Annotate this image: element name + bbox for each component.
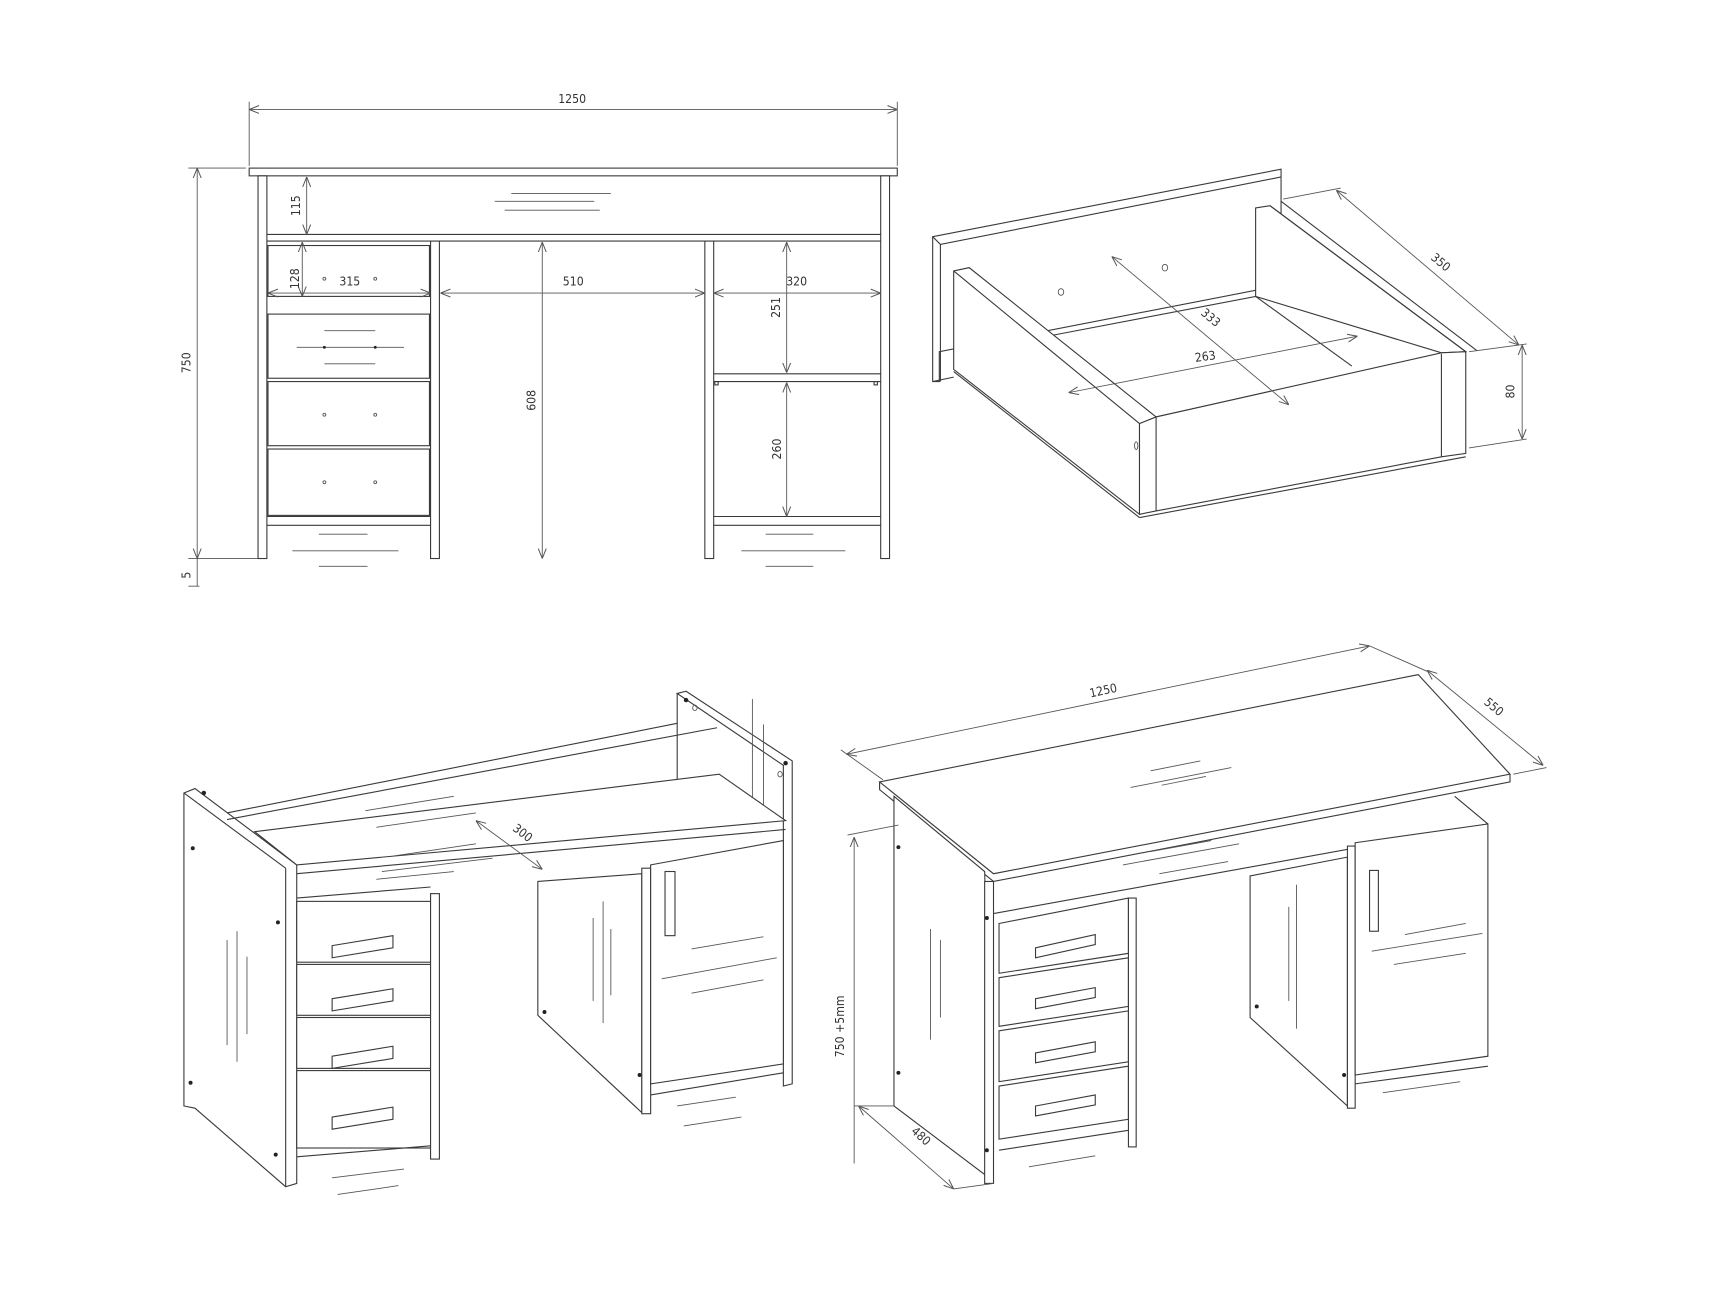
right-side-panel — [880, 175, 891, 560]
dim-drawer-width: 315 — [339, 274, 360, 288]
drawer-handle — [331, 988, 394, 1012]
front-view: 1250 750 5 115 128 315 510 320 251 260 6 — [180, 92, 898, 587]
door-handle — [664, 870, 676, 937]
top-drawer-apron — [266, 193, 881, 242]
left-partition — [430, 240, 440, 560]
plinths — [266, 515, 881, 567]
cabinet-front-edge — [641, 867, 652, 1115]
left-side-panel — [183, 787, 298, 1188]
drawer-handle — [1034, 933, 1096, 959]
dim-overall-width: 1250 — [558, 92, 586, 106]
cabinet-shelf — [713, 373, 881, 386]
dim-lower-compartment-height: 260 — [770, 439, 784, 460]
right-partition — [704, 240, 715, 560]
dim-knee-space-height: 608 — [525, 390, 539, 411]
dim-foot-gap: 5 — [180, 572, 194, 579]
drawer-4 — [296, 1070, 432, 1149]
drawer-back-panel — [1138, 351, 1467, 515]
drawer-right-side — [1255, 205, 1468, 354]
drawer-handle — [1034, 1041, 1096, 1064]
dim-inner-width: 263 — [1194, 348, 1217, 365]
drawer-1 — [267, 244, 431, 297]
drawer-view: 333 263 350 80 — [932, 168, 1527, 519]
dim-drawer-height: 128 — [288, 268, 302, 289]
drawer-handle — [331, 1045, 394, 1070]
dim-inner-depth: 333 — [1198, 306, 1223, 330]
top-shelf — [253, 773, 788, 866]
drawer-stack — [998, 897, 1129, 1168]
drawer-2 — [267, 313, 431, 379]
drawer-handle — [1034, 986, 1096, 1010]
door-handle — [1368, 869, 1379, 932]
desktop-board — [248, 167, 898, 177]
cabinet-door — [1354, 823, 1489, 1076]
drawer-4 — [267, 448, 431, 516]
right-side-panel — [675, 690, 793, 1087]
dim-assembled-depth: 550 — [1481, 695, 1506, 719]
front-view-dimensions: 1250 750 5 115 128 315 510 320 251 260 6 — [180, 92, 898, 587]
drawer-stack — [267, 244, 431, 516]
drawer-2 — [296, 963, 432, 1016]
drawer-handle — [331, 1106, 394, 1130]
dim-upper-compartment-height: 251 — [769, 297, 783, 318]
drawer-handle — [331, 935, 394, 959]
drawer-stack — [296, 900, 432, 1195]
cabinet-side-panel — [537, 873, 643, 1114]
left-partition — [430, 893, 440, 1160]
left-partition — [1127, 897, 1137, 1148]
dim-cabinet-width: 320 — [786, 274, 807, 288]
dim-drawer-height: 80 — [1503, 385, 1517, 399]
cabinet-side-panel — [1249, 856, 1348, 1108]
left-panel-front-edge — [984, 880, 995, 1184]
dim-knee-space-width: 510 — [563, 274, 584, 288]
assembled-view: 1250 550 — [833, 646, 1547, 1189]
dim-assembled-height: 750 +5mm — [833, 995, 847, 1057]
open-frame-view: 300 — [183, 690, 793, 1195]
drawer-3 — [267, 381, 431, 447]
cabinet-front-edge — [1346, 845, 1356, 1109]
cabinet-door — [650, 839, 784, 1085]
dim-overall-height: 750 — [180, 352, 194, 373]
drawer-handle — [1034, 1094, 1096, 1117]
dim-assembled-width: 1250 — [1088, 681, 1118, 700]
dim-apron-height: 115 — [289, 195, 303, 216]
left-side-panel — [257, 175, 268, 560]
